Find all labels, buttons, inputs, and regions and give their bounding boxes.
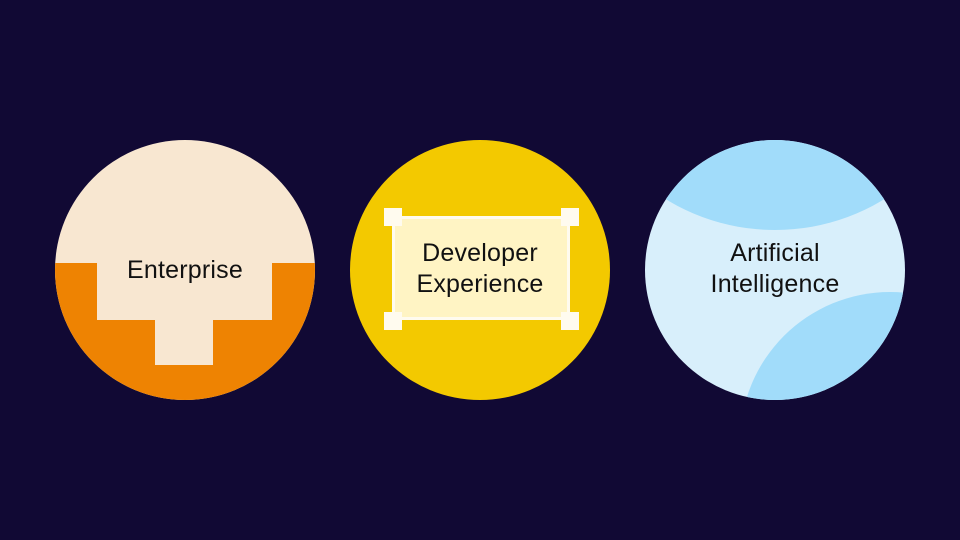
label-line-2: Intelligence [710, 270, 840, 298]
frame-handle-bottom-left [384, 312, 402, 330]
enterprise-cutout-upper [97, 263, 272, 320]
label-line-1: Developer [422, 239, 538, 267]
enterprise-label-text: Enterprise [127, 256, 243, 284]
enterprise-cutout-lower [155, 318, 213, 365]
frame-handle-top-right [561, 208, 579, 226]
artificial-intelligence-circle: Artificial Intelligence [645, 140, 905, 400]
developer-experience-label: Developer Experience [350, 238, 610, 300]
label-line-1: Artificial [730, 239, 820, 267]
enterprise-label: Enterprise [55, 255, 315, 286]
enterprise-circle: Enterprise [55, 140, 315, 400]
developer-experience-circle: Developer Experience [350, 140, 610, 400]
selection-frame [392, 216, 570, 320]
ai-blob-bottom [740, 292, 905, 400]
frame-handle-bottom-right [561, 312, 579, 330]
ai-blob-top [645, 140, 905, 230]
frame-handle-top-left [384, 208, 402, 226]
artificial-intelligence-label: Artificial Intelligence [645, 238, 905, 300]
label-line-2: Experience [416, 270, 544, 298]
